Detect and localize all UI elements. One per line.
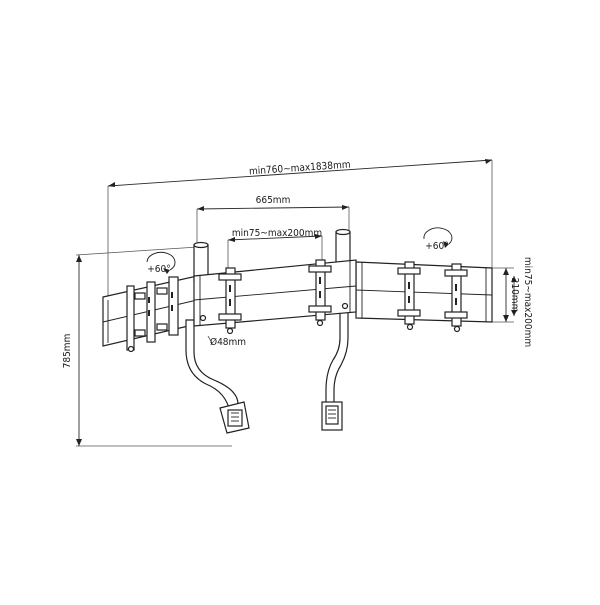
total-height-label: 785mm [62,334,73,369]
total-height-dimension: 785mm [62,246,232,447]
left-monitor-bracket [102,275,198,353]
center-monitor-bracket [193,259,357,335]
right-pole [321,228,351,431]
rotation-right-label: +60° [425,241,448,252]
left-pole [185,241,250,434]
rotation-left-label: +60° [147,264,170,275]
vesa-vertical-label: min75~max200mm [522,257,533,347]
arm-spacing-dimension: 665mm [196,195,350,245]
overall-width-label: min760~max1838mm [249,160,351,178]
rotation-indicator-left: +60° [146,251,176,275]
right-monitor-bracket [355,261,493,333]
right-vertical-dimensions: 210mm min75~max200mm [490,257,533,347]
bracket-height-label: 210mm [509,278,520,313]
arm-spacing-label: 665mm [256,195,291,206]
vesa-horizontal-label: min75~max200mm [232,228,322,239]
rotation-indicator-right: +60° [423,227,453,252]
pole-diameter-label: Ø48mm [210,336,246,348]
vesa-horizontal-dimension: min75~max200mm [227,228,323,268]
pole-diameter-callout: Ø48mm [207,335,246,348]
